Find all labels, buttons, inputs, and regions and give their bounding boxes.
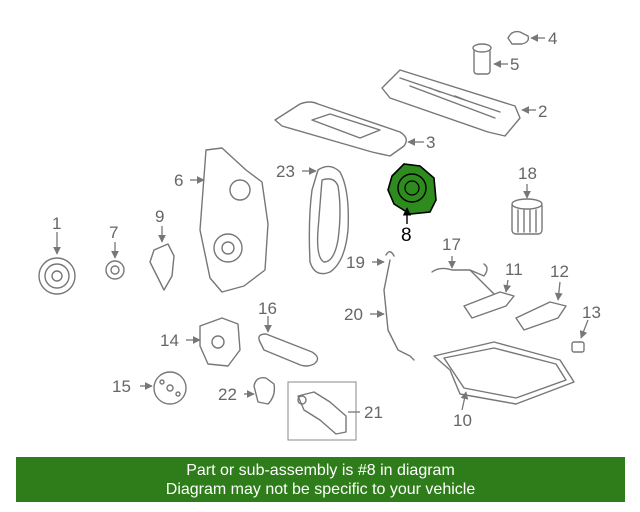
callout-18: 18 [518,164,537,183]
callout-14: 14 [160,331,179,350]
callout-12: 12 [550,262,569,281]
part-4-oil-cap[interactable] [507,30,545,45]
part-6-timing-cover[interactable] [190,147,269,293]
part-19-dipstick[interactable] [372,251,395,266]
callout-8: 8 [401,225,412,246]
callout-4: 4 [548,29,557,48]
parts-diagram: 4 5 2 3 23 6 8 [38,29,601,441]
part-7-front-seal[interactable] [105,242,125,280]
banner-line-1: Part or sub-assembly is #8 in diagram [186,462,455,479]
callout-17: 17 [442,235,461,254]
part-21-housing[interactable] [287,381,360,441]
callout-11: 11 [505,260,523,279]
callout-16: 16 [258,299,277,318]
info-banner: Part or sub-assembly is #8 in diagram Di… [16,457,625,502]
part-1-crankshaft-pulley[interactable] [38,232,76,295]
callout-23: 23 [276,162,295,181]
callout-6: 6 [174,171,183,190]
banner-line-2: Diagram may not be specific to your vehi… [165,481,476,498]
callout-22: 22 [218,385,237,404]
part-8-highlighted[interactable] [387,163,437,224]
callout-9: 9 [155,207,164,226]
part-15-gasket[interactable] [140,371,187,405]
part-16-belt[interactable] [258,316,319,367]
part-5-filler-tube[interactable] [472,43,508,75]
part-17-pickup-tube[interactable] [431,256,495,295]
part-18-oil-filter[interactable] [511,184,543,235]
callout-10: 10 [453,411,472,430]
part-3-valve-cover-gasket[interactable] [274,101,424,157]
callout-19: 19 [346,253,365,272]
callout-5: 5 [510,55,519,74]
part-9-tensioner[interactable] [149,226,175,291]
callout-2: 2 [538,102,547,121]
part-11-baffle[interactable] [463,279,515,319]
callout-7: 7 [109,223,118,242]
part-13-drain-plug[interactable] [571,319,589,353]
part-10-oil-pan[interactable] [433,341,575,411]
callout-20: 20 [344,305,363,324]
callout-15: 15 [112,377,131,396]
part-12-baffle[interactable] [515,281,567,331]
part-22-gasket[interactable] [244,376,276,405]
callout-21: 21 [364,403,383,422]
part-20-dipstick-tube[interactable] [370,259,415,361]
callout-3: 3 [426,133,435,152]
part-2-valve-cover[interactable] [381,69,536,137]
part-14-oil-pump[interactable] [186,317,241,367]
part-23-timing-chain[interactable] [302,165,350,275]
callout-13: 13 [582,303,601,322]
callout-1: 1 [52,214,61,233]
